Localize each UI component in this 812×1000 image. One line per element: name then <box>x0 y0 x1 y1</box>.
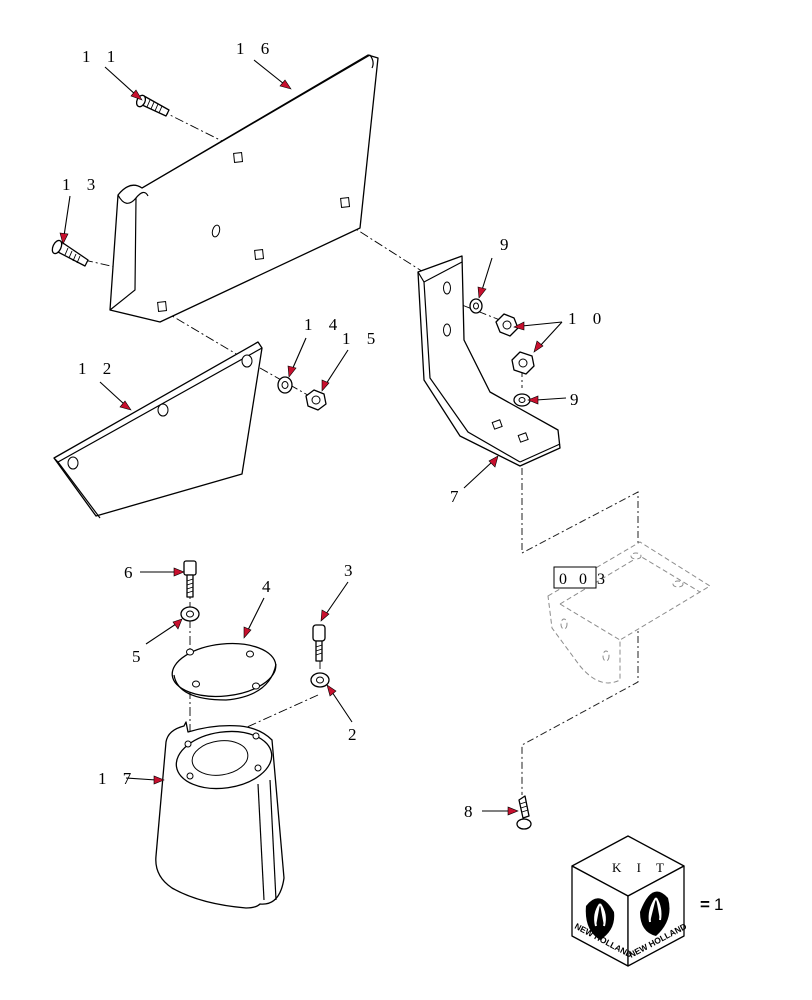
callout-8: 8 <box>464 802 479 821</box>
callout-5: 5 <box>132 647 147 666</box>
reference-page-label: 0 0 3 <box>553 566 609 589</box>
callout-14: 1 4 <box>304 315 343 334</box>
callout-12: 1 2 <box>78 359 117 378</box>
part-10-nut-upper <box>495 313 519 337</box>
part-15-nut <box>305 389 327 411</box>
callout-17: 1 7 <box>98 769 137 788</box>
part-13-bolt <box>51 239 89 267</box>
part-14-washer <box>277 376 293 394</box>
callout-labels: 1 1 1 6 1 3 9 1 0 1 4 1 5 1 2 9 7 6 4 3 … <box>62 39 607 821</box>
callout-9-lower: 9 <box>570 390 585 409</box>
callout-9-upper: 9 <box>500 235 515 254</box>
callout-13: 1 3 <box>62 175 101 194</box>
callout-6: 6 <box>124 563 139 582</box>
part-6-bolt <box>183 560 197 598</box>
callout-10: 1 0 <box>568 309 607 328</box>
part-16-plate <box>109 54 379 323</box>
part-17-housing <box>155 721 285 909</box>
callout-3: 3 <box>344 561 359 580</box>
reference-suffix-digit: 3 <box>597 571 609 588</box>
callout-7: 7 <box>450 487 465 506</box>
part-3-bolt <box>312 624 326 662</box>
part-7-bracket <box>417 255 561 467</box>
kit-label: K I T <box>612 860 670 875</box>
callout-11: 1 1 <box>82 47 121 66</box>
part-12-plate <box>53 341 263 519</box>
leader-lines <box>59 59 567 816</box>
part-2-washer <box>310 672 330 688</box>
callout-16: 1 6 <box>236 39 275 58</box>
kit-cube: K I T NEW HOLLAND NEW HOLLAND = 1 <box>571 835 723 967</box>
callout-2: 2 <box>348 725 363 744</box>
reference-bracket-ghost <box>547 541 711 684</box>
callout-15: 1 5 <box>342 329 381 348</box>
reference-boxed-digits: 0 0 <box>559 571 591 588</box>
part-8-screw <box>516 795 532 830</box>
part-9-washer-upper <box>469 298 483 314</box>
reference-box <box>553 566 597 589</box>
kit-quantity: 1 <box>714 895 723 914</box>
part-10-nut-lower <box>511 351 535 375</box>
callout-4: 4 <box>262 577 277 596</box>
part-5-washer <box>180 606 200 622</box>
part-4-flange <box>171 642 277 701</box>
kit-equals-sign: = <box>700 895 710 914</box>
